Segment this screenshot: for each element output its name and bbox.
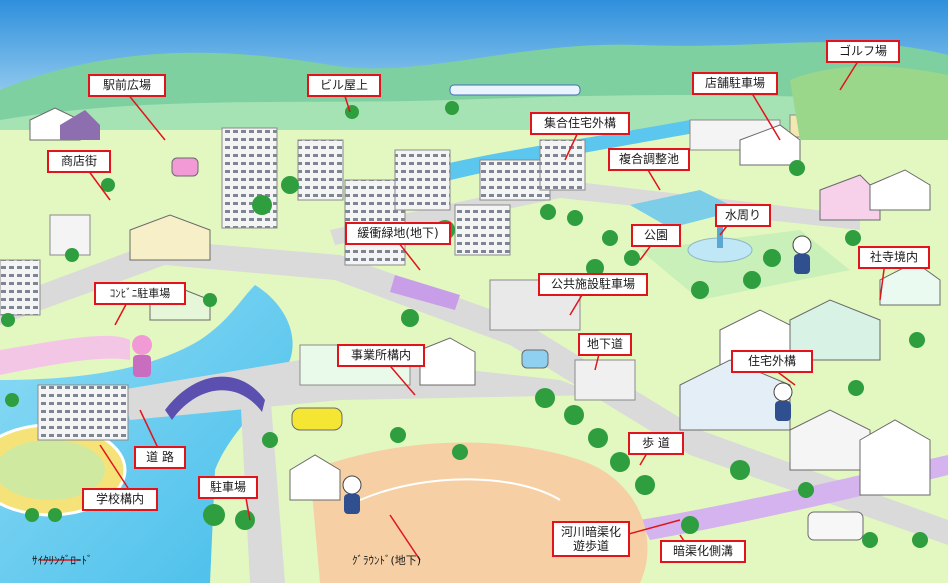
mascot-figures — [132, 235, 812, 514]
label-station-plaza: 駅前広場 — [88, 74, 166, 97]
label-convenience-parking: ｺﾝﾋﾞﾆ駐車場 — [94, 282, 186, 305]
pink-car — [171, 157, 199, 177]
train — [449, 84, 581, 96]
fountain-spout — [717, 226, 723, 248]
yellow-car — [291, 407, 343, 431]
label-parking-lot: 駐車場 — [198, 476, 258, 499]
label-sports-ground: ｸﾞﾗｳﾝﾄﾞ(地下) — [352, 554, 422, 567]
label-retention-pond: 複合調整池 — [608, 148, 690, 171]
label-sidewalk: 歩 道 — [628, 432, 684, 455]
label-culvert-walkway: 河川暗渠化 遊歩道 — [552, 521, 630, 557]
label-park: 公園 — [631, 224, 681, 247]
golf-course — [790, 66, 948, 140]
label-buffer-green: 緩衝緑地(地下) — [345, 222, 451, 245]
label-office-grounds: 事業所構内 — [337, 344, 425, 367]
label-road: 道 路 — [134, 446, 186, 469]
label-public-parking: 公共施設駐車場 — [538, 273, 648, 296]
houses — [29, 107, 941, 501]
label-school-grounds: 学校構内 — [82, 488, 158, 511]
road-cross — [120, 355, 600, 420]
cycling-path — [0, 335, 130, 375]
label-shrine-grounds: 社寺境内 — [858, 246, 930, 269]
label-golf-course: ゴルフ場 — [826, 40, 900, 63]
label-culvert-gutter: 暗渠化側溝 — [660, 540, 746, 563]
river-bridge — [165, 376, 265, 420]
label-culvert-walkway-line1: 河川暗渠化 — [560, 525, 621, 539]
sports-field-lines — [359, 478, 561, 501]
retention-pond — [630, 190, 740, 228]
road-diagonal — [0, 240, 948, 545]
label-store-parking: 店舗駐車場 — [692, 72, 778, 95]
label-water-feature: 水周り — [715, 204, 771, 227]
label-house-exterior: 住宅外構 — [731, 350, 813, 373]
label-shopping-street: 商店街 — [47, 150, 111, 173]
label-culvert-walkway-line2: 遊歩道 — [572, 539, 609, 553]
school-track-inner — [0, 440, 105, 500]
blue-car — [521, 349, 549, 369]
white-van — [807, 511, 864, 541]
label-apartment-exterior: 集合住宅外構 — [530, 112, 630, 135]
label-building-rooftop: ビル屋上 — [307, 74, 381, 97]
label-underpass: 地下道 — [578, 333, 632, 356]
buffer-bridge — [390, 275, 460, 310]
tall-buildings — [0, 114, 841, 441]
label-cycling-road: ｻｲｸﾘﾝｸﾞﾛｰﾄﾞ — [32, 554, 93, 567]
